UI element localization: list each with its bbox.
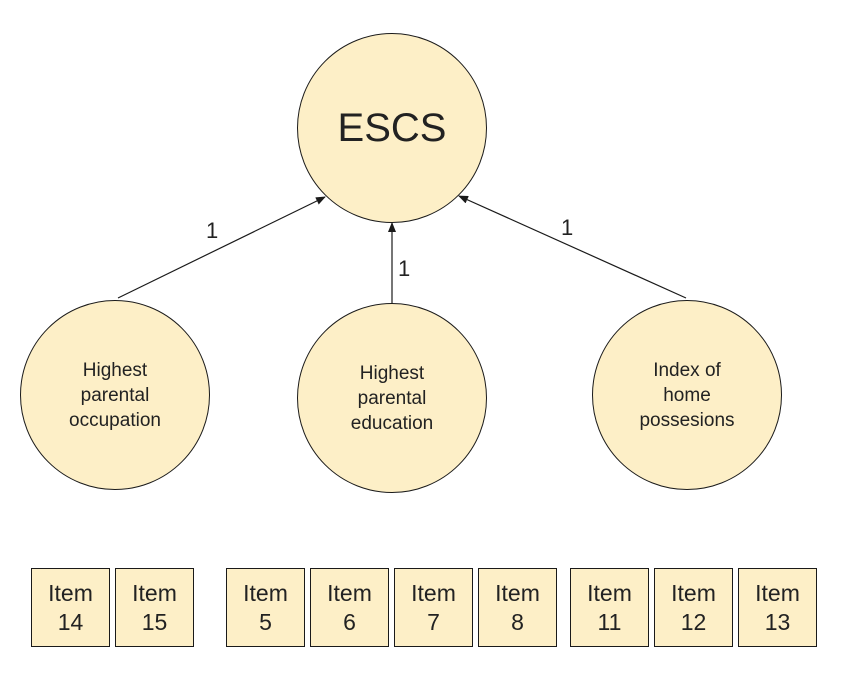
parental-education-label: Highest parental education <box>350 362 434 434</box>
escs-label: ESCS <box>337 106 447 150</box>
item-label: Item 13 <box>755 579 800 635</box>
edge-occupation-to-escs <box>117 196 326 299</box>
weight-label-possessions: 1 <box>561 215 574 240</box>
edge-possessions-to-escs <box>458 195 687 299</box>
item-box: Item 11 <box>570 568 649 647</box>
item-box: Item 12 <box>654 568 733 647</box>
item-label: Item 7 <box>411 579 456 635</box>
item-label: Item 8 <box>495 579 540 635</box>
item-box: Item 6 <box>310 568 389 647</box>
item-label: Item 11 <box>587 579 632 635</box>
item-box: Item 15 <box>115 568 194 647</box>
parental-occupation-label: Highest parental occupation <box>69 359 161 431</box>
item-box: Item 8 <box>478 568 557 647</box>
item-label: Item 14 <box>48 579 93 635</box>
item-box: Item 5 <box>226 568 305 647</box>
weight-label-occupation: 1 <box>206 218 219 243</box>
home-possessions-label: Index of home possesions <box>639 359 735 431</box>
parental-occupation-node: Highest parental occupation <box>20 300 210 490</box>
item-box: Item 14 <box>31 568 110 647</box>
item-label: Item 6 <box>327 579 372 635</box>
weight-label-education: 1 <box>398 256 411 281</box>
item-label: Item 5 <box>243 579 288 635</box>
item-label: Item 12 <box>671 579 716 635</box>
escs-node: ESCS <box>297 33 487 223</box>
home-possessions-node: Index of home possesions <box>592 300 782 490</box>
item-box: Item 13 <box>738 568 817 647</box>
item-label: Item 15 <box>132 579 177 635</box>
item-box: Item 7 <box>394 568 473 647</box>
parental-education-node: Highest parental education <box>297 303 487 493</box>
